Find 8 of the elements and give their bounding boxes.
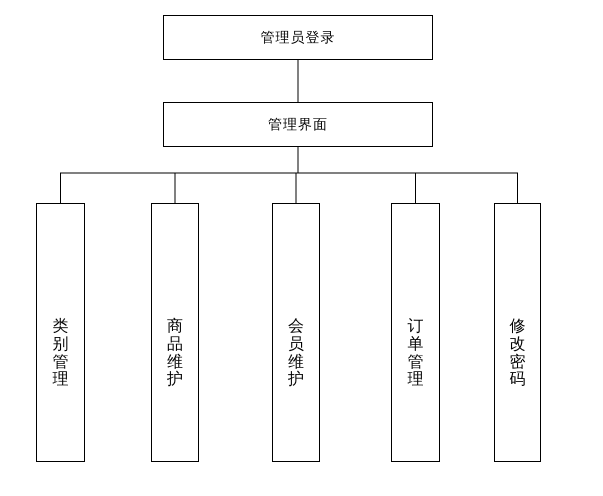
module-box: 商品维护 <box>151 203 199 462</box>
connector-line <box>298 146 518 204</box>
process-box: 管理员登录 <box>163 15 433 60</box>
module-box: 订单管理 <box>391 203 440 462</box>
process-box: 管理界面 <box>163 102 433 147</box>
module-box: 会员维护 <box>272 203 320 462</box>
module-box: 修改密码 <box>494 203 541 462</box>
module-box: 类别管理 <box>36 203 85 462</box>
